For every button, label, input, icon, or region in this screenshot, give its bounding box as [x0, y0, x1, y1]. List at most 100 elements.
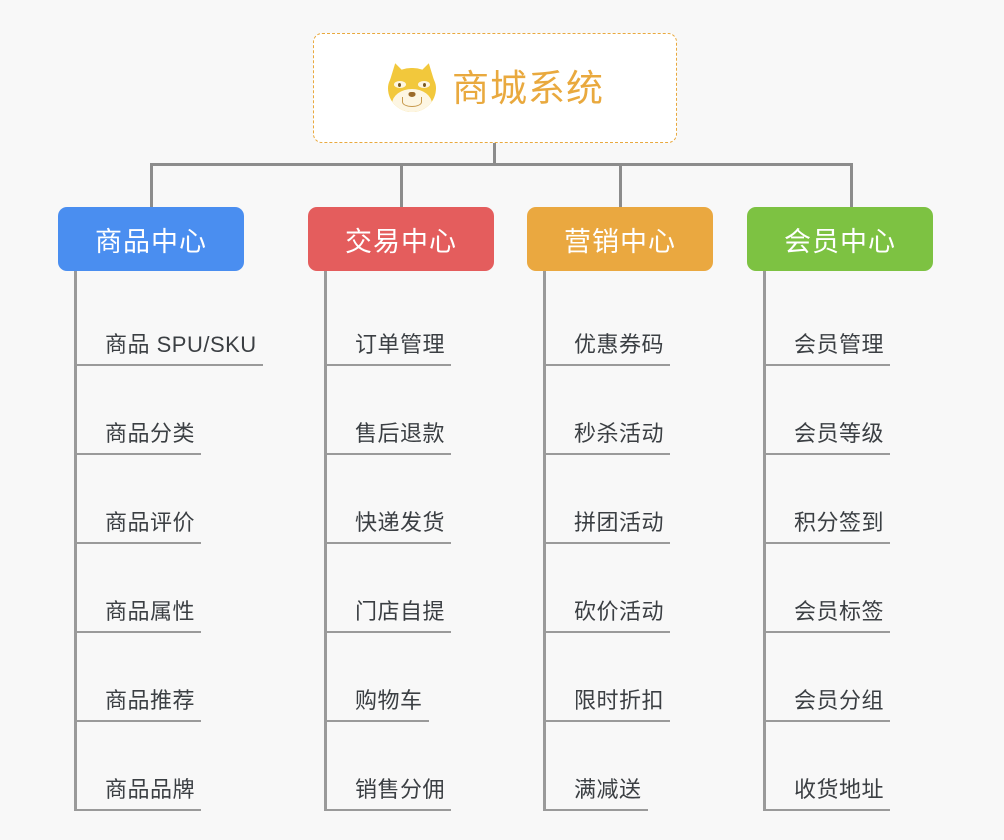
- child-label: 秒杀活动: [574, 421, 665, 446]
- connector-drop-member-center: [850, 163, 853, 209]
- branch-header-label: 营销中心: [564, 226, 676, 257]
- child-item[interactable]: 收货地址: [747, 722, 967, 811]
- branch-header-member-center[interactable]: 会员中心: [747, 207, 933, 271]
- connector-drop-product-center: [150, 163, 153, 209]
- root-title: 商城系统: [452, 67, 604, 109]
- child-label: 会员管理: [794, 332, 885, 357]
- child-item[interactable]: 秒杀活动: [527, 366, 747, 455]
- child-item[interactable]: 商品品牌: [58, 722, 278, 811]
- branch-column-trade-center: 交易中心 订单管理 售后退款 快递发货 门店自提 购物车 销售分佣: [308, 207, 528, 811]
- child-item[interactable]: 会员标签: [747, 544, 967, 633]
- child-underline: [74, 364, 263, 366]
- child-underline: [74, 720, 202, 722]
- child-item[interactable]: 会员等级: [747, 366, 967, 455]
- child-item[interactable]: 销售分佣: [308, 722, 528, 811]
- child-list-trade-center: 订单管理 售后退款 快递发货 门店自提 购物车 销售分佣: [308, 271, 528, 811]
- child-label: 会员标签: [794, 599, 885, 624]
- child-underline: [74, 542, 202, 544]
- child-underline: [763, 809, 891, 811]
- child-item[interactable]: 门店自提: [308, 544, 528, 633]
- child-underline: [543, 631, 671, 633]
- child-label: 收货地址: [794, 777, 885, 802]
- child-list-marketing-center: 优惠券码 秒杀活动 拼团活动 砍价活动 限时折扣 满减送: [527, 271, 747, 811]
- branch-spine: [324, 271, 327, 811]
- child-label: 销售分佣: [355, 777, 446, 802]
- child-label: 积分签到: [794, 510, 885, 535]
- child-label: 快递发货: [355, 510, 446, 535]
- child-underline: [763, 631, 891, 633]
- child-label: 满减送: [574, 777, 642, 802]
- child-underline: [74, 453, 202, 455]
- child-label: 订单管理: [355, 332, 446, 357]
- child-item[interactable]: 拼团活动: [527, 455, 747, 544]
- child-underline: [763, 364, 891, 366]
- child-label: 限时折扣: [574, 688, 665, 713]
- child-underline: [324, 631, 452, 633]
- branch-spine: [763, 271, 766, 811]
- child-underline: [324, 542, 452, 544]
- child-label: 商品品牌: [105, 777, 196, 802]
- child-list-product-center: 商品 SPU/SKU 商品分类 商品评价 商品属性 商品推荐 商品品牌: [58, 271, 278, 811]
- branch-header-label: 商品中心: [95, 226, 207, 257]
- child-underline: [324, 453, 452, 455]
- child-underline: [763, 453, 891, 455]
- child-item[interactable]: 限时折扣: [527, 633, 747, 722]
- child-underline: [324, 364, 452, 366]
- child-item[interactable]: 会员分组: [747, 633, 967, 722]
- child-item[interactable]: 积分签到: [747, 455, 967, 544]
- child-underline: [763, 542, 891, 544]
- child-label: 拼团活动: [574, 510, 665, 535]
- branch-header-label: 交易中心: [345, 226, 457, 257]
- child-label: 优惠券码: [574, 332, 665, 357]
- child-item[interactable]: 会员管理: [747, 277, 967, 366]
- root-node[interactable]: 商城系统: [313, 33, 677, 143]
- child-item[interactable]: 商品分类: [58, 366, 278, 455]
- child-label: 购物车: [355, 688, 423, 713]
- child-label: 商品 SPU/SKU: [105, 332, 257, 357]
- shiba-inu-dog-face-icon: [386, 61, 438, 114]
- child-item[interactable]: 商品评价: [58, 455, 278, 544]
- branch-column-product-center: 商品中心 商品 SPU/SKU 商品分类 商品评价 商品属性 商品推荐 商品品牌: [58, 207, 278, 811]
- child-item[interactable]: 订单管理: [308, 277, 528, 366]
- child-label: 砍价活动: [574, 599, 665, 624]
- child-label: 售后退款: [355, 421, 446, 446]
- child-underline: [543, 809, 648, 811]
- child-label: 商品评价: [105, 510, 196, 535]
- child-underline: [543, 453, 671, 455]
- branch-header-marketing-center[interactable]: 营销中心: [527, 207, 713, 271]
- branch-header-label: 会员中心: [784, 226, 896, 257]
- child-underline: [763, 720, 891, 722]
- connector-drop-marketing-center: [619, 163, 622, 209]
- child-label: 商品推荐: [105, 688, 196, 713]
- connector-horizontal-bus: [150, 163, 853, 166]
- child-item[interactable]: 商品 SPU/SKU: [58, 277, 278, 366]
- child-item[interactable]: 快递发货: [308, 455, 528, 544]
- child-label: 商品分类: [105, 421, 196, 446]
- child-list-member-center: 会员管理 会员等级 积分签到 会员标签 会员分组 收货地址: [747, 271, 967, 811]
- child-label: 会员分组: [794, 688, 885, 713]
- child-item[interactable]: 商品推荐: [58, 633, 278, 722]
- child-underline: [74, 809, 202, 811]
- branch-spine: [543, 271, 546, 811]
- child-underline: [543, 364, 671, 366]
- connector-root-stem: [493, 143, 496, 165]
- branch-spine: [74, 271, 77, 811]
- branch-header-trade-center[interactable]: 交易中心: [308, 207, 494, 271]
- child-underline: [543, 542, 671, 544]
- child-label: 会员等级: [794, 421, 885, 446]
- child-item[interactable]: 售后退款: [308, 366, 528, 455]
- child-underline: [324, 809, 452, 811]
- child-underline: [324, 720, 429, 722]
- branch-column-member-center: 会员中心 会员管理 会员等级 积分签到 会员标签 会员分组 收货地址: [747, 207, 967, 811]
- child-item[interactable]: 商品属性: [58, 544, 278, 633]
- child-underline: [543, 720, 671, 722]
- branch-header-product-center[interactable]: 商品中心: [58, 207, 244, 271]
- branch-column-marketing-center: 营销中心 优惠券码 秒杀活动 拼团活动 砍价活动 限时折扣 满减送: [527, 207, 747, 811]
- child-item[interactable]: 砍价活动: [527, 544, 747, 633]
- child-item[interactable]: 优惠券码: [527, 277, 747, 366]
- child-item[interactable]: 满减送: [527, 722, 747, 811]
- child-label: 门店自提: [355, 599, 446, 624]
- child-item[interactable]: 购物车: [308, 633, 528, 722]
- connector-drop-trade-center: [400, 163, 403, 209]
